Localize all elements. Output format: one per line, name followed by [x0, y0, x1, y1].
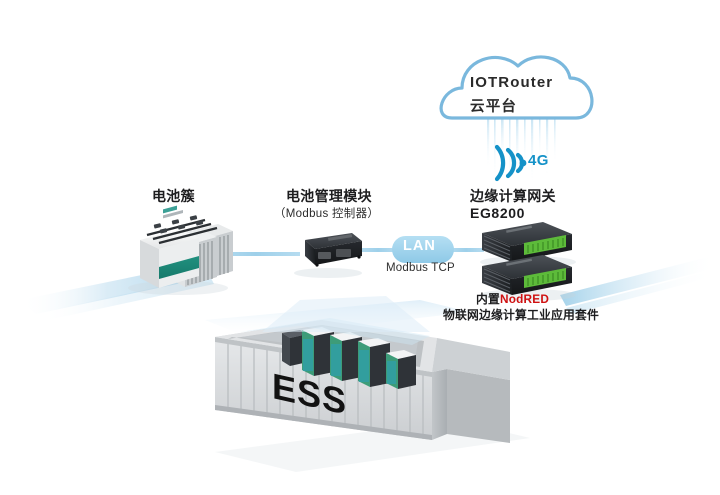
battery-rack: [330, 332, 362, 381]
battery-rack: [358, 338, 390, 387]
link-bms-to-lan: [358, 248, 398, 252]
bms-device-icon: [294, 233, 362, 278]
ess-container-icon: [215, 318, 530, 472]
bms-label: 电池管理模块: [286, 188, 372, 204]
wifi-signal-icon: [494, 144, 527, 182]
lan-badge-label: LAN: [403, 238, 436, 254]
link-cluster-to-bms: [212, 252, 300, 256]
battery-rack: [302, 327, 334, 376]
light-beam: [262, 296, 430, 332]
gateway-note-prefix: 内置: [476, 292, 500, 306]
bms-sublabel: （Modbus 控制器）: [274, 208, 380, 220]
protocol-label: Modbus TCP: [386, 262, 455, 274]
lan-badge: [392, 236, 454, 263]
battery-cluster-label: 电池簇: [152, 188, 195, 204]
battery-cluster-icon: [128, 205, 233, 295]
edge-gateway-icon-secondary: [480, 255, 576, 301]
cloud-platform-name: IOTRouter: [470, 74, 554, 91]
gateway-note-line1: 内置NodRED: [476, 290, 549, 307]
gateway-note-highlight: NodRED: [500, 292, 550, 306]
link-lan-to-gateway: [448, 248, 484, 252]
bg-band-right: [560, 256, 716, 314]
gateway-model-label: EG8200: [470, 205, 525, 221]
gateway-label: 边缘计算网关: [470, 188, 556, 204]
cloud-platform-subtitle: 云平台: [470, 99, 518, 115]
connection-lines: [212, 248, 484, 256]
cloud-icon: [439, 55, 594, 120]
battery-rack: [386, 350, 416, 389]
gateway-note-line2: 物联网边缘计算工业应用套件: [443, 308, 599, 322]
wireless-label: 4G: [528, 152, 549, 169]
